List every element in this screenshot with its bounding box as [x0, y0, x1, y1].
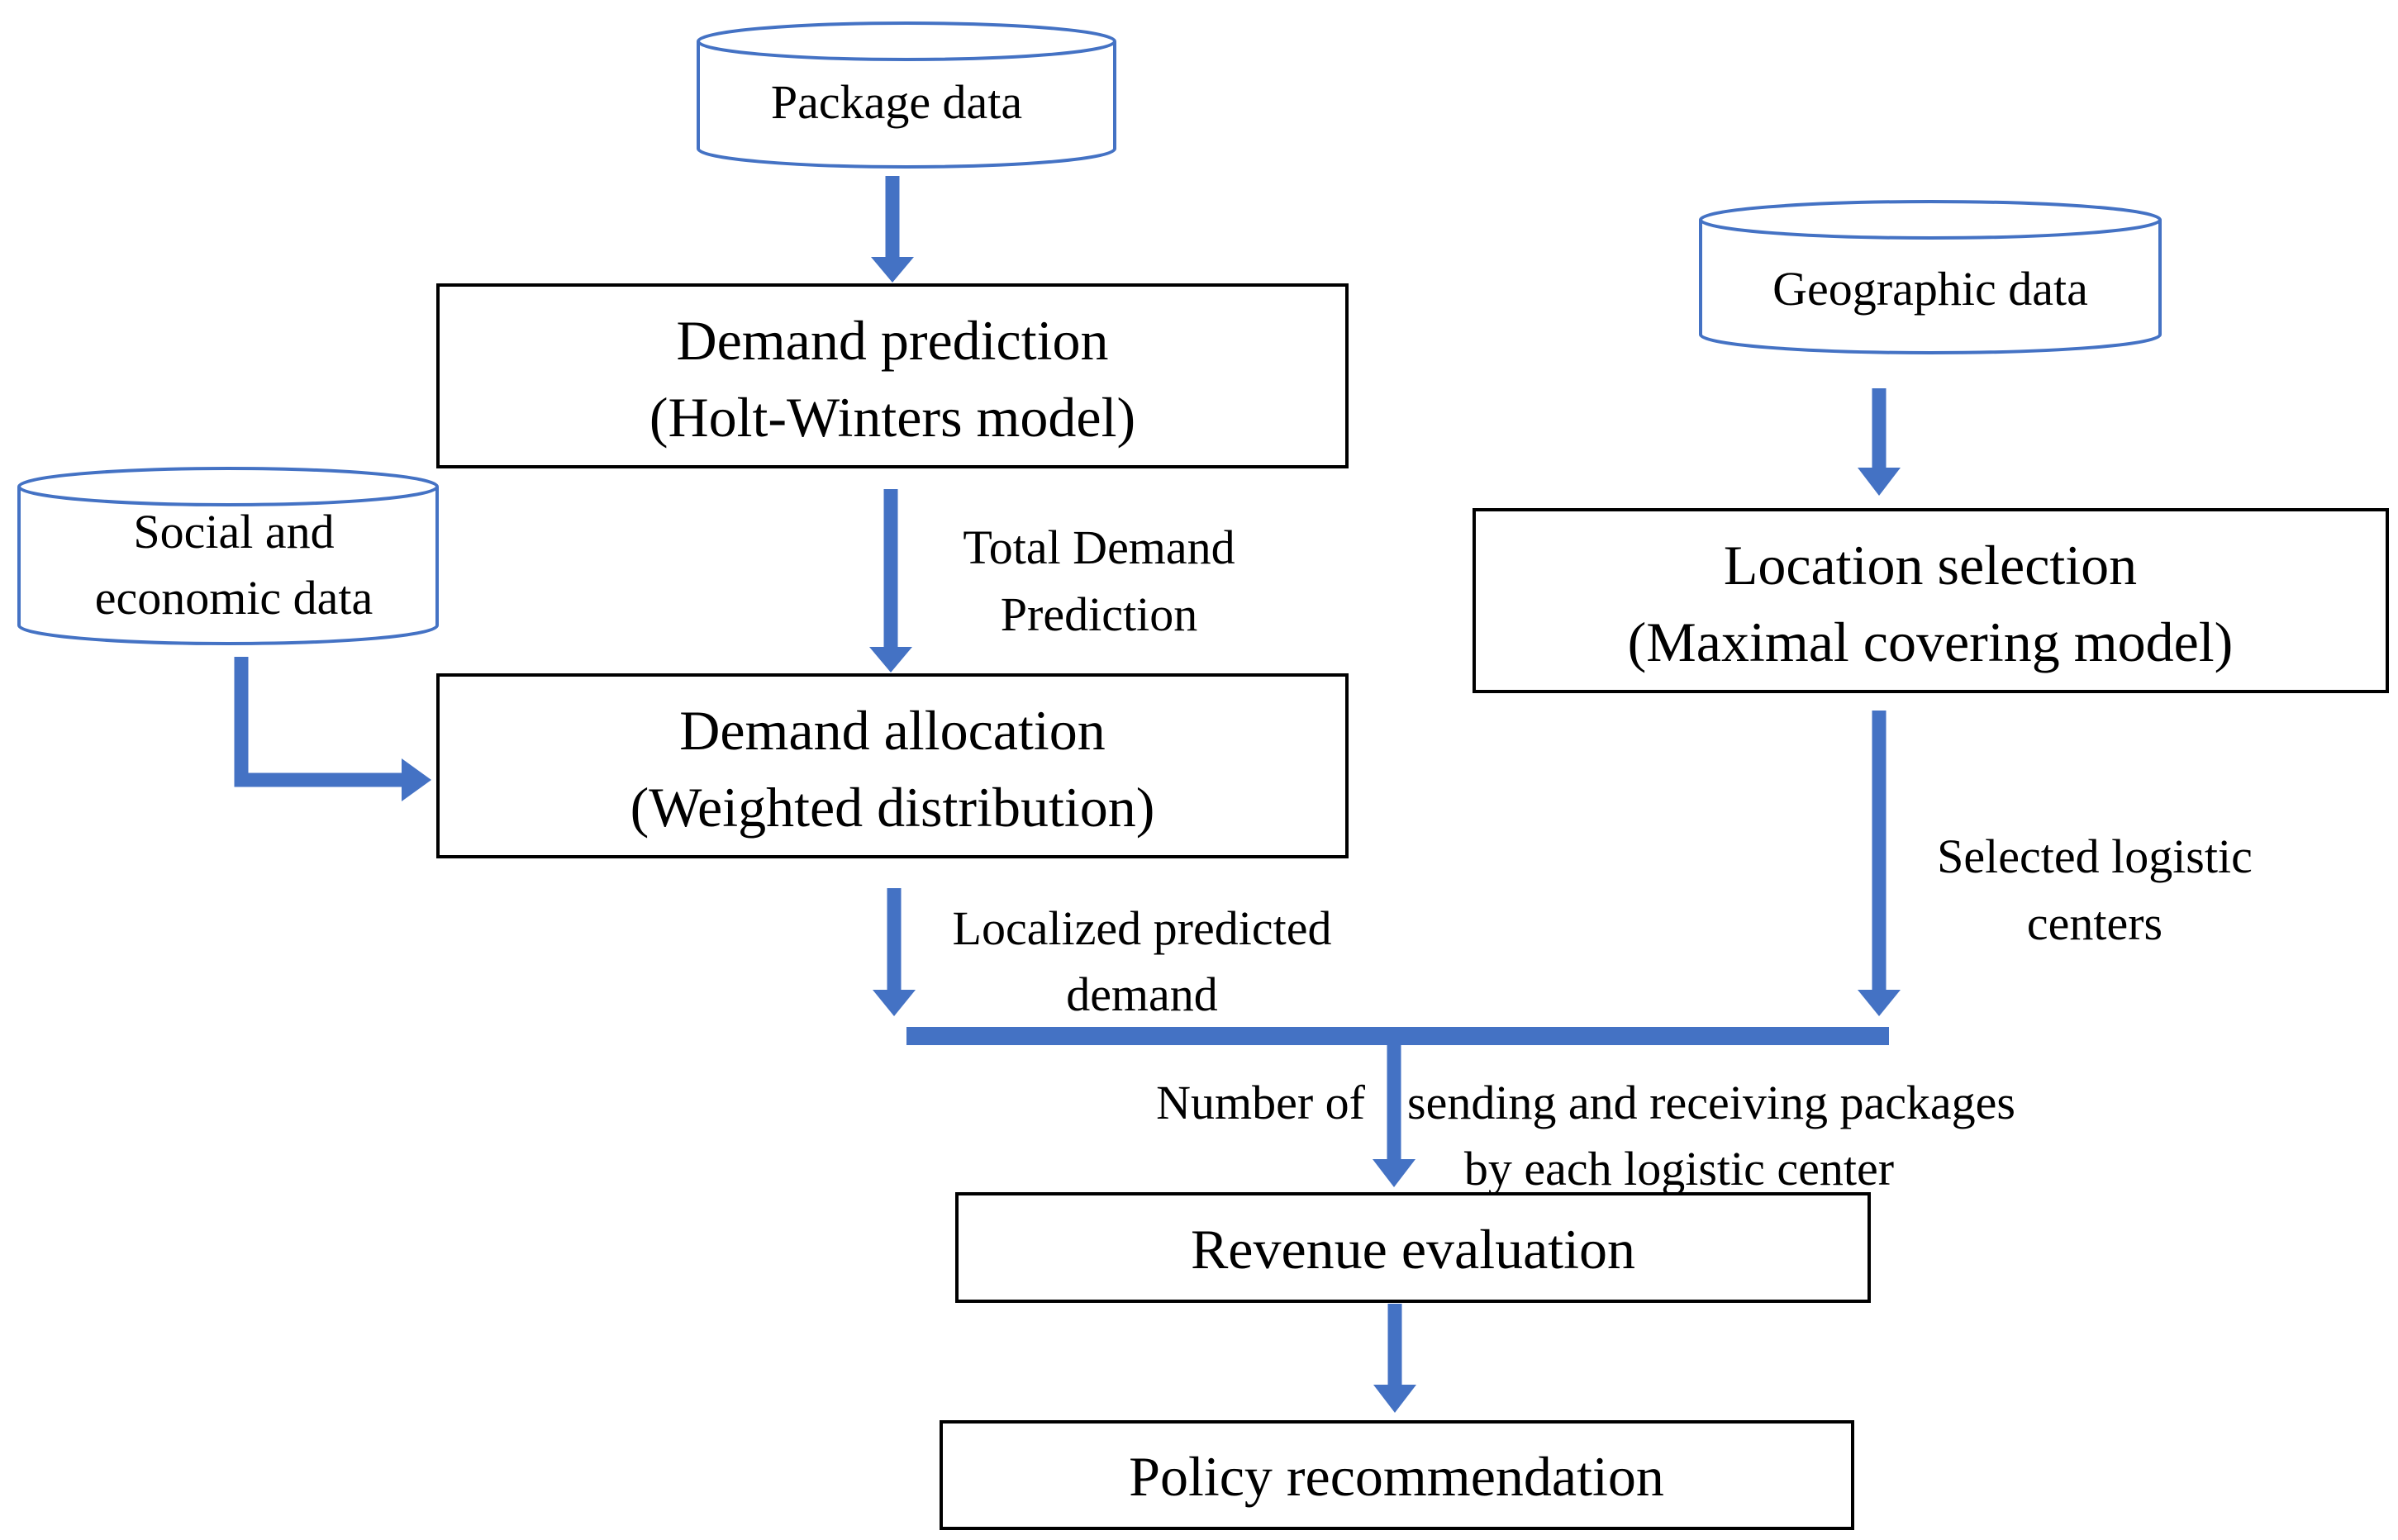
merge-bar — [906, 1027, 1889, 1045]
location-selection-title: Location selection — [1724, 534, 2137, 597]
demand-prediction-box: Demand prediction (Holt-Winters model) — [436, 283, 1349, 468]
demand-allocation-model: (Weighted distribution) — [630, 776, 1155, 839]
policy-recommendation-box: Policy recommendation — [940, 1420, 1854, 1530]
arrow-prediction-to-allocation — [869, 489, 912, 673]
social-data-label-line1: Social and — [133, 505, 334, 558]
arrow-social-to-allocation — [234, 657, 431, 801]
package-data-cylinder: Package data — [697, 21, 1116, 169]
selected-centers-label-line2: centers — [2027, 896, 2162, 950]
total-demand-label-line1: Total Demand — [963, 520, 1235, 574]
selected-centers-label-line1: Selected logistic — [1937, 829, 2253, 883]
package-data-label: Package data — [771, 75, 1022, 129]
location-selection-box: Location selection (Maximal covering mod… — [1473, 508, 2389, 693]
arrow-revenue-to-policy — [1373, 1304, 1416, 1413]
localized-demand-label-line2: demand — [1066, 967, 1218, 1021]
geographic-data-label: Geographic data — [1772, 262, 2088, 316]
arrow-geographic-to-location — [1858, 388, 1901, 496]
social-economic-data-cylinder: Social and economic data — [17, 467, 439, 645]
geographic-data-cylinder: Geographic data — [1699, 200, 2162, 354]
arrow-allocation-to-merge — [873, 888, 916, 1016]
demand-prediction-title: Demand prediction — [676, 309, 1108, 372]
revenue-evaluation-title: Revenue evaluation — [1191, 1218, 1635, 1281]
packages-count-label-part2: sending and receiving packages — [1407, 1076, 2015, 1129]
demand-allocation-title: Demand allocation — [679, 699, 1105, 762]
total-demand-label-line2: Prediction — [1001, 587, 1197, 641]
arrow-package-to-prediction — [871, 176, 914, 283]
policy-recommendation-title: Policy recommendation — [1129, 1445, 1664, 1508]
social-data-label-line2: economic data — [95, 571, 373, 625]
packages-count-label-line2: by each logistic center — [1464, 1142, 1894, 1195]
packages-count-label-part1: Number of — [1156, 1076, 1366, 1129]
location-selection-model: (Maximal covering model) — [1628, 611, 2234, 673]
arrow-location-to-merge — [1858, 711, 1901, 1016]
arrow-merge-to-revenue — [1373, 1043, 1415, 1187]
demand-prediction-model: (Holt-Winters model) — [649, 386, 1135, 449]
revenue-evaluation-box: Revenue evaluation — [955, 1192, 1871, 1303]
demand-allocation-box: Demand allocation (Weighted distribution… — [436, 673, 1349, 858]
localized-demand-label-line1: Localized predicted — [953, 901, 1332, 955]
